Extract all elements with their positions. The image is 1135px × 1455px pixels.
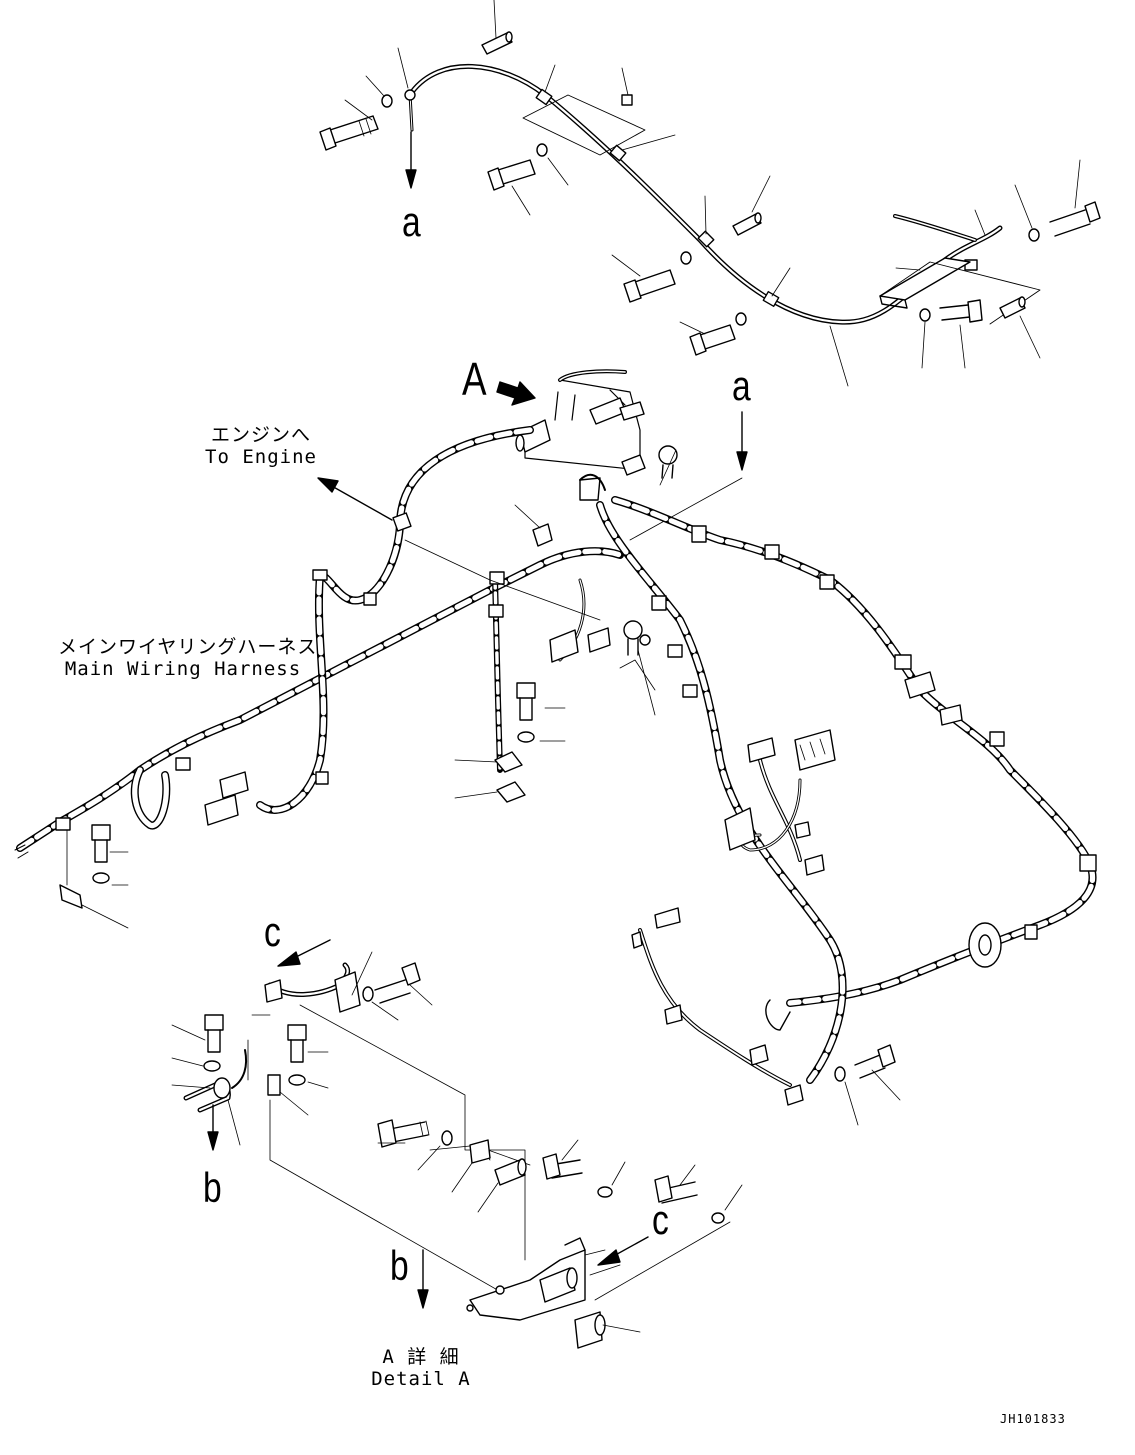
connector-assembly-a <box>516 371 677 485</box>
bolt-top-right-2 <box>940 300 982 368</box>
ref-a-top-label: a <box>402 198 421 245</box>
bolt-top-mid <box>488 160 535 215</box>
mid-hardware <box>60 475 655 928</box>
bolt-top-right <box>1050 160 1100 236</box>
leader-lines-top <box>366 0 1040 386</box>
washers-top <box>382 95 1039 325</box>
main-harness-en: Main Wiring Harness <box>64 658 302 680</box>
detail-a-jp: A 詳 細 <box>382 1346 460 1368</box>
to-engine-callout: エンジンへ To Engine <box>196 424 326 468</box>
ref-b-detail-label: b <box>390 1242 409 1289</box>
spacers-top <box>482 32 1025 318</box>
ref-c-detail-label: c <box>652 1196 669 1243</box>
bolt-top-left <box>320 100 378 150</box>
detail-a-assembly <box>172 940 742 1348</box>
bolt-top-lower <box>612 255 675 302</box>
to-engine-en: To Engine <box>205 446 317 468</box>
detail-a-callout: A 詳 細 Detail A <box>366 1346 476 1390</box>
ref-c-left-label: c <box>264 908 281 955</box>
main-harness-jp: メインワイヤリングハーネス <box>58 636 318 658</box>
to-engine-jp: エンジンへ <box>210 424 311 446</box>
detail-a-en: Detail A <box>371 1368 471 1390</box>
ref-a-mid-label: a <box>732 362 751 409</box>
main-wiring-harness <box>15 430 1096 1105</box>
bolt-top-bottom <box>680 322 735 355</box>
main-harness-callout: メインワイヤリングハーネス Main Wiring Harness <box>58 636 318 680</box>
top-harness-assembly <box>405 66 1040 324</box>
ref-b-left-label: b <box>203 1164 222 1211</box>
arrow-to-a-top <box>406 132 416 188</box>
arrow-to-a-mid <box>630 412 747 540</box>
view-a-label: A <box>462 353 487 405</box>
to-engine-arrow <box>318 478 392 520</box>
view-a-arrow <box>497 382 535 405</box>
drawing-code: JH101833 <box>1000 1412 1066 1426</box>
bolt-right-bottom <box>835 1045 900 1125</box>
